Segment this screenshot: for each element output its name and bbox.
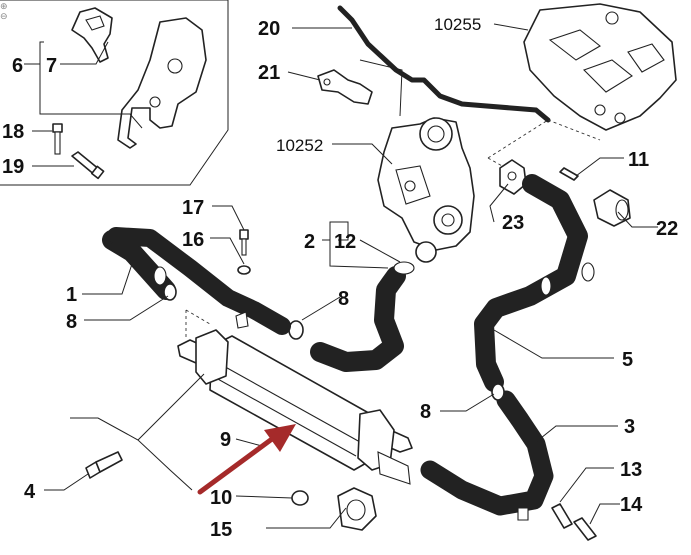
- bolt-part-13: [551, 503, 573, 529]
- label-21[interactable]: 21: [258, 62, 280, 84]
- label-13[interactable]: 13: [620, 459, 642, 481]
- label-12[interactable]: 12: [334, 231, 356, 253]
- label-7[interactable]: 7: [46, 55, 57, 77]
- bolt-part-17: [239, 229, 249, 256]
- intercooler-dashed-guide: [185, 309, 211, 338]
- label-19[interactable]: 19: [2, 156, 24, 178]
- zoom-in-icon[interactable]: ⊕: [0, 2, 8, 12]
- label-5[interactable]: 5: [622, 349, 633, 371]
- clamp-part-8-middle: [288, 320, 304, 340]
- clamp-part-15: [337, 487, 377, 531]
- label-8-right[interactable]: 8: [420, 401, 431, 423]
- pipe-part-20: [337, 5, 551, 123]
- clip-part-21: [317, 59, 403, 117]
- bolt-part-14: [573, 517, 597, 541]
- inset-frame: [0, 0, 229, 186]
- bolt-part-18: [52, 123, 63, 155]
- bolt-part-4: [85, 451, 123, 479]
- label-22[interactable]: 22: [656, 218, 678, 240]
- tube-part-16-17: [107, 227, 291, 335]
- leader-lines: [24, 23, 658, 529]
- label-16[interactable]: 16: [182, 229, 204, 251]
- intercooler-part-9: [177, 329, 413, 485]
- highlight-arrow: [197, 424, 296, 495]
- hose-part-3: [420, 390, 554, 521]
- label-10255[interactable]: 10255: [434, 15, 481, 34]
- part-labels: 6 7 18 19 20 21 10252 10255 11 23 22 17 …: [2, 15, 678, 541]
- clamp-part-8-lower: [491, 383, 505, 401]
- bolt-part-11: [559, 167, 579, 181]
- hose-part-2: [310, 261, 415, 372]
- label-18[interactable]: 18: [2, 121, 24, 143]
- zoom-out-icon[interactable]: ⊖: [0, 12, 8, 22]
- washer-part-16: [237, 265, 251, 275]
- clamp-part-10: [291, 490, 309, 506]
- label-8-left[interactable]: 8: [66, 311, 77, 333]
- label-11[interactable]: 11: [628, 149, 649, 171]
- label-9[interactable]: 9: [220, 429, 231, 451]
- label-15[interactable]: 15: [210, 519, 232, 541]
- label-4[interactable]: 4: [24, 481, 36, 503]
- bolt-part-19: [71, 151, 105, 180]
- hose-part-1: [102, 230, 177, 301]
- bracket-part-6: [117, 17, 207, 149]
- label-3[interactable]: 3: [624, 416, 635, 438]
- zoom-controls: ⊕ ⊖: [0, 2, 12, 22]
- turbocharger-10252: [377, 117, 475, 263]
- label-23[interactable]: 23: [502, 212, 524, 234]
- hose-part-5: [474, 174, 595, 392]
- label-6[interactable]: 6: [12, 55, 23, 77]
- label-14[interactable]: 14: [620, 494, 643, 516]
- label-17[interactable]: 17: [182, 197, 204, 219]
- label-1[interactable]: 1: [66, 284, 77, 306]
- part-4-bracket-line: [70, 373, 205, 491]
- label-2[interactable]: 2: [304, 231, 315, 253]
- label-8-middle[interactable]: 8: [338, 288, 349, 310]
- bracket-part-7: [71, 7, 113, 63]
- label-20[interactable]: 20: [258, 18, 280, 40]
- intake-manifold-10255: [523, 3, 677, 131]
- label-10[interactable]: 10: [210, 487, 232, 509]
- label-10252[interactable]: 10252: [276, 136, 323, 155]
- sensor-part-22: [593, 189, 631, 227]
